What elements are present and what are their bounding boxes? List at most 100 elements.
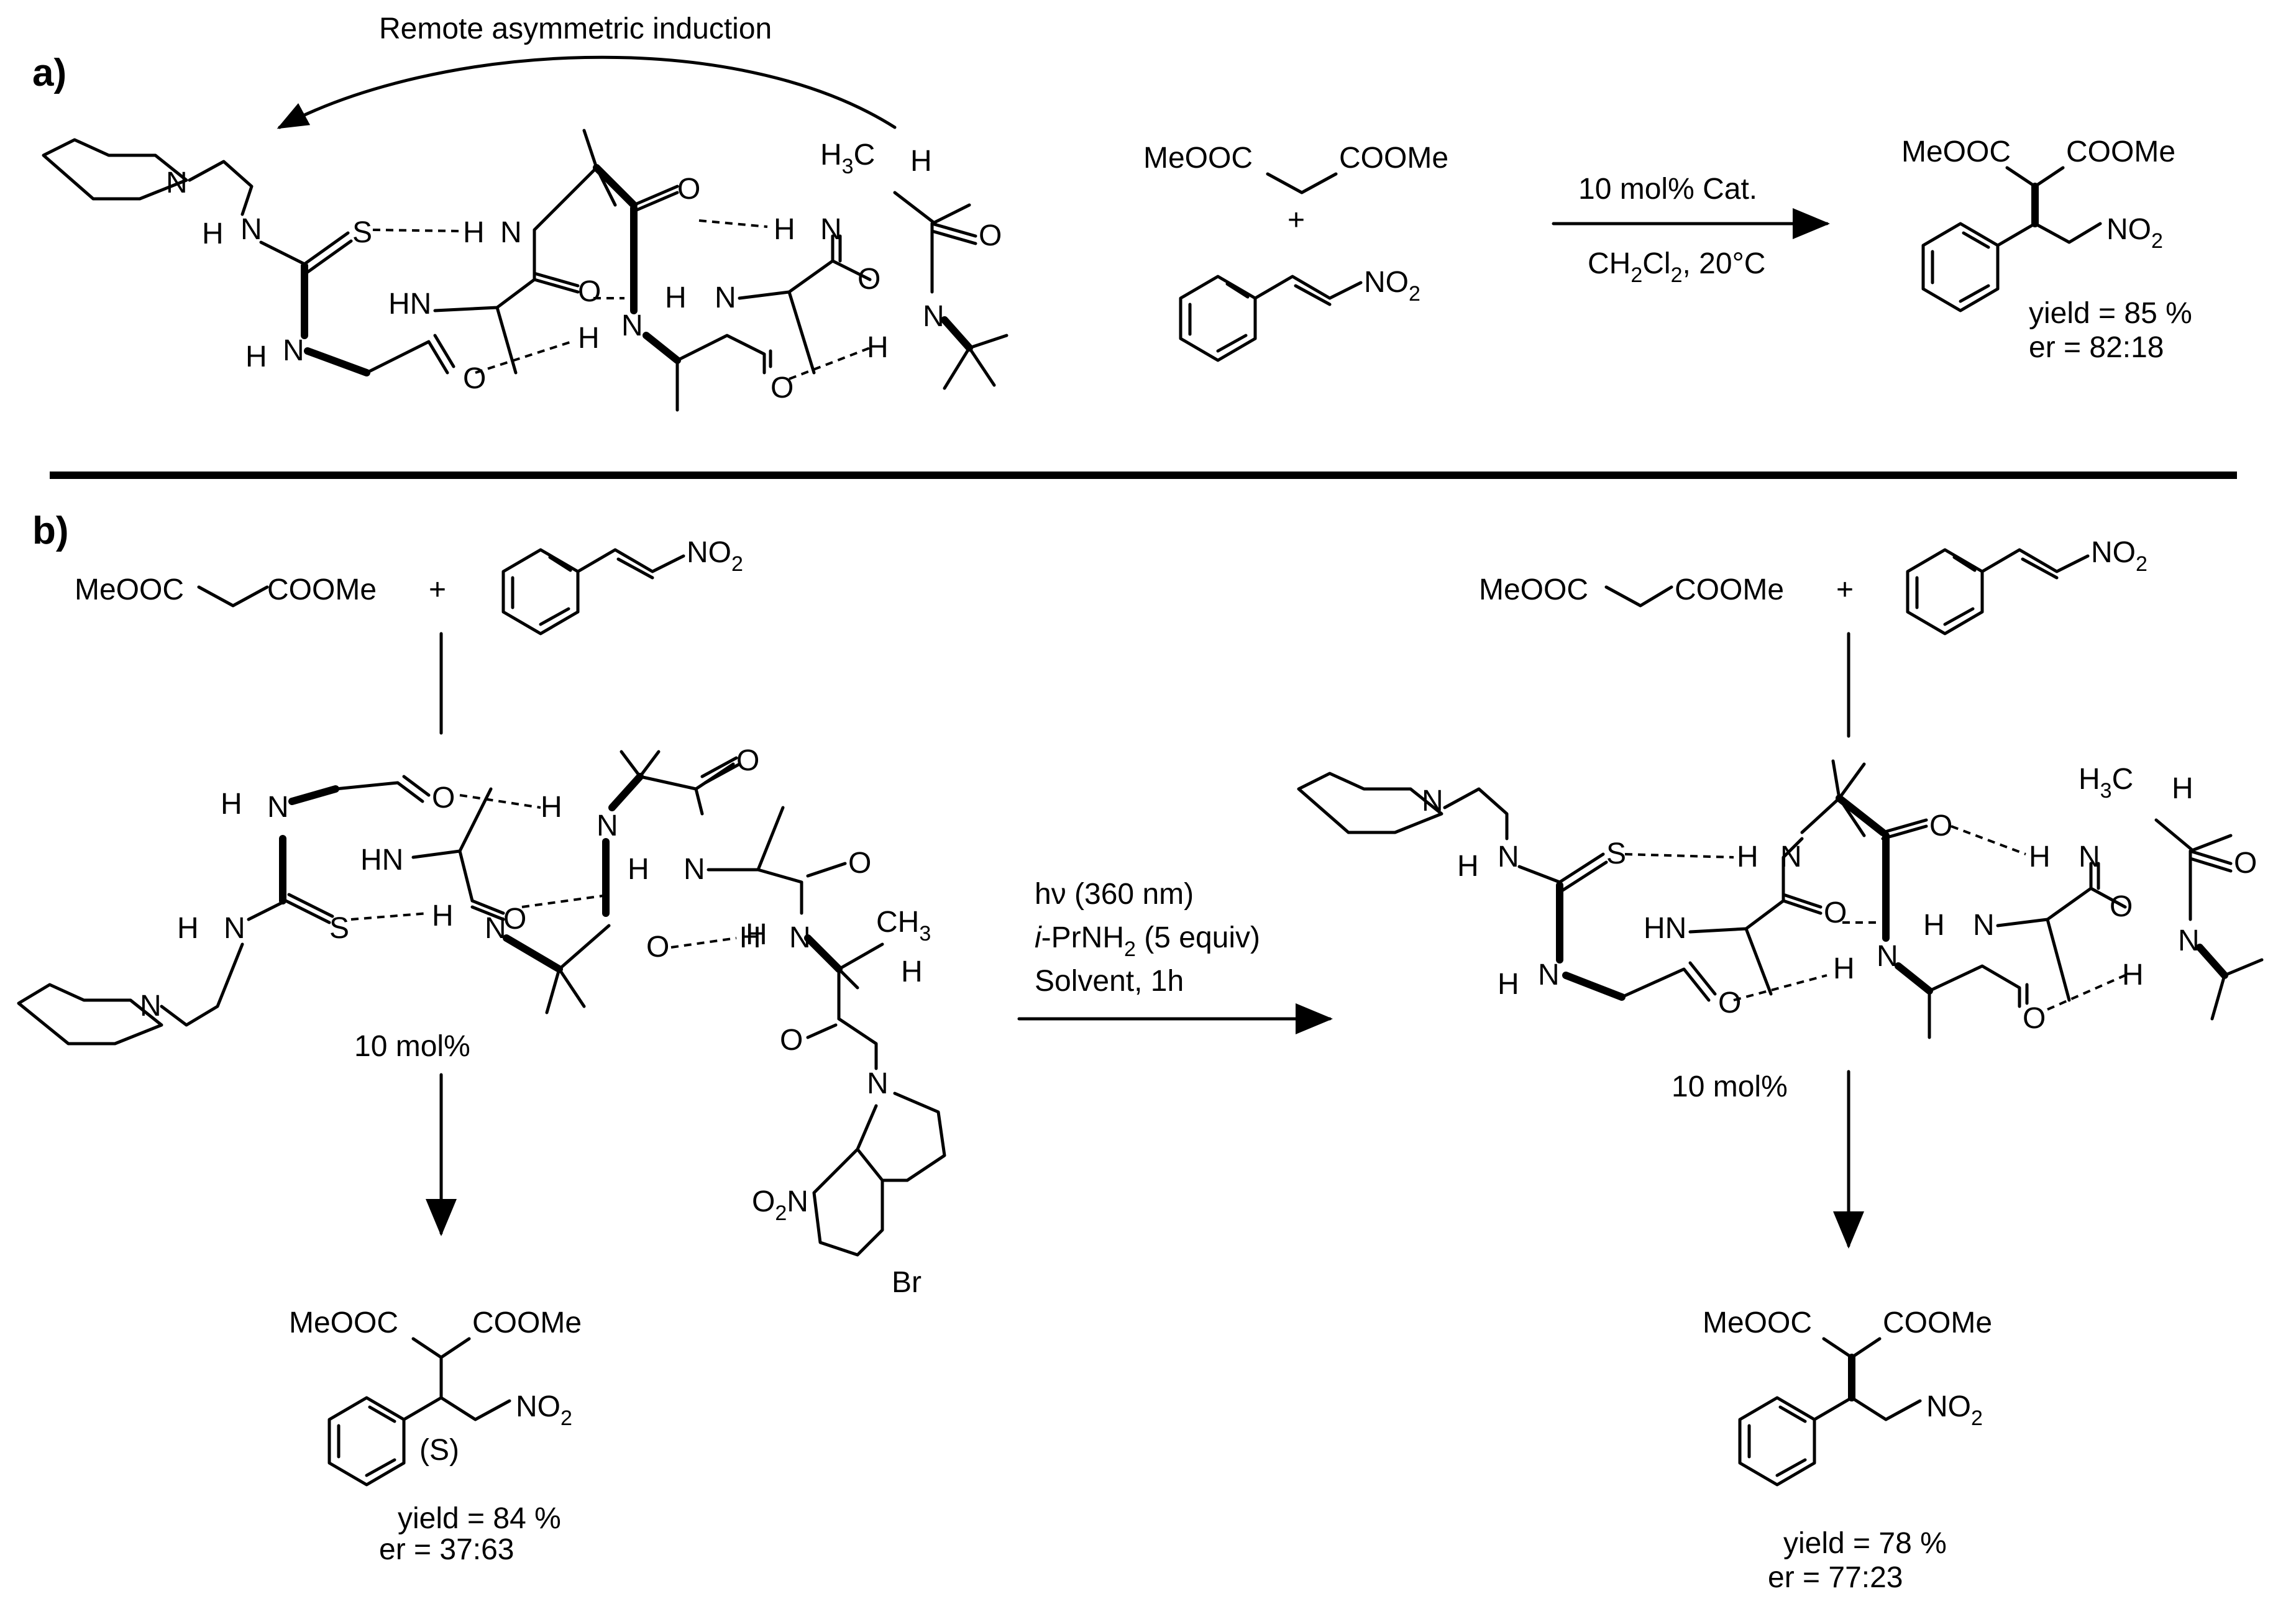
br-n6: N (2178, 924, 2200, 957)
atom-h1: H (202, 217, 224, 250)
bl-h3: H (628, 853, 649, 886)
br-aib4 (1996, 886, 2127, 1002)
br-h4: H (1833, 952, 1855, 985)
er-br: er = 77:23 (1768, 1561, 1903, 1594)
malonate-a-left: MeOOC (1143, 142, 1253, 175)
product-a-left: MeOOC (1901, 135, 2011, 168)
remote-induction-arrow (277, 55, 897, 129)
styrene-bl-ring (501, 548, 580, 636)
malonate-bl-ch2 (197, 585, 269, 608)
ala-co (930, 222, 977, 245)
conditions-a-line2: CH2Cl2, 20°C (1588, 247, 1765, 287)
piperidine-ring (42, 138, 188, 201)
bl-h5: H (432, 900, 454, 932)
bl-hbond-2 (521, 893, 613, 908)
br-ala (2154, 818, 2233, 921)
bl-aib2 (620, 750, 735, 816)
br-h2: H (2029, 841, 2051, 873)
br-hn: HN (1644, 912, 1686, 945)
br-aib1-co (1781, 893, 1823, 915)
bl-loading: 10 mol% (354, 1030, 470, 1063)
hbond-o-h (475, 340, 572, 374)
hbond-o-h2 (789, 347, 871, 380)
styrene-bl-chain (576, 548, 685, 580)
atom-h3c: H3C (820, 139, 875, 178)
atom-hn-b: HN (388, 288, 431, 321)
malonate-br-ch2 (1604, 585, 1673, 608)
aib-2-bold (593, 164, 638, 209)
br-n-c2: N (2079, 841, 2100, 873)
atom-o5: O (858, 263, 880, 296)
br-o-top: O (2234, 847, 2257, 880)
aib-4 (738, 259, 872, 375)
bl-o-low: O (646, 931, 669, 964)
br-hbond-o3 (2047, 974, 2126, 1011)
product-b-right: MeOOC COOMe NO2 yield = 78 % er = 77:23 (1703, 1306, 1992, 1594)
br-hbond-s (1624, 853, 1734, 859)
styrene-a-ring (1179, 275, 1257, 362)
br-bold-2 (1562, 972, 1626, 1001)
br-aib3-bold (1895, 962, 1933, 995)
bl-linker (160, 942, 244, 1027)
br-h-n2: H (1498, 968, 1519, 1001)
bl-n6: N (224, 912, 245, 945)
remote-induction-caption: Remote asymmetric induction (379, 12, 772, 45)
bl-n-pip: N (140, 990, 162, 1023)
br-ala-co (2189, 849, 2233, 873)
nitro-br: NO2 (2091, 536, 2147, 576)
bl-gly (334, 775, 431, 803)
bl-n3: N (684, 853, 705, 886)
prod-bl-ring (327, 1396, 443, 1487)
prod-br-left: MeOOC (1703, 1306, 1812, 1339)
atom-h-c2: H (774, 213, 795, 246)
styrene-br-chain (1980, 548, 2090, 580)
br-o3: O (1929, 809, 1952, 842)
catalyst-a: N N H S N H O HN O N H O N H H N O O (42, 129, 1009, 412)
atom-n-h2: N (283, 334, 304, 367)
br-o2: O (1824, 896, 1847, 929)
aib-2-co (632, 185, 679, 213)
catalyst-b-right: N N H S N H O HN O N H O N H H N O O (1297, 759, 2264, 1103)
er-bl: er = 37:63 (379, 1533, 515, 1566)
yield-bl: yield = 84 % (398, 1502, 561, 1535)
atom-n-h1: N (240, 213, 262, 246)
catalyst-b-left: N N H S N H O HN O H N O H N O N H CH3 H (17, 744, 946, 1299)
atom-h-c: H (463, 216, 485, 249)
reactants-a: MeOOC COOMe + NO2 (1143, 142, 1448, 362)
bl-bold-2 (288, 785, 339, 805)
br-n1: N (1498, 841, 1519, 873)
bl-h6: H (177, 912, 199, 945)
prod-bl-nitro: NO2 (516, 1390, 572, 1430)
nitro-bl: NO2 (687, 536, 743, 576)
conditions-a-line1: 10 mol% Cat. (1578, 173, 1757, 206)
atom-h-d: H (578, 322, 600, 355)
br-ipr (2210, 958, 2264, 1021)
bl-bold-5 (804, 934, 843, 973)
reactants-b-right: MeOOC COOMe + NO2 (1479, 536, 2147, 738)
atom-h-tbu: H (867, 331, 889, 364)
bl-br: Br (892, 1266, 922, 1299)
plus-bl: + (429, 573, 446, 606)
br-h5: H (1923, 909, 1945, 942)
aib-4-co (831, 234, 842, 263)
piperidine-bl (17, 983, 163, 1046)
malonate-a-right: COOMe (1339, 142, 1448, 175)
er-a: er = 82:18 (2029, 331, 2164, 364)
br-h6: H (2122, 959, 2144, 991)
br-hbond-o (1733, 974, 1827, 1001)
atom-n-d: N (621, 309, 643, 342)
br-gly (1620, 961, 1717, 1002)
br-n-pip: N (1422, 785, 1443, 818)
br-n5: N (1973, 909, 1995, 942)
br-hbond-o4 (1951, 825, 2026, 855)
product-a-right: COOMe (2066, 135, 2175, 168)
atom-s: S (352, 216, 372, 249)
aib-1-carbonyl (533, 271, 580, 294)
cond-b-line3: Solvent, 1h (1035, 965, 1184, 998)
prod-br-nitro: NO2 (1926, 1390, 1983, 1430)
br-h-top: H (2172, 772, 2193, 805)
panel-b-label: b) (32, 509, 69, 552)
bl-o-top: O (736, 744, 759, 777)
atom-n-c2: N (820, 213, 842, 246)
